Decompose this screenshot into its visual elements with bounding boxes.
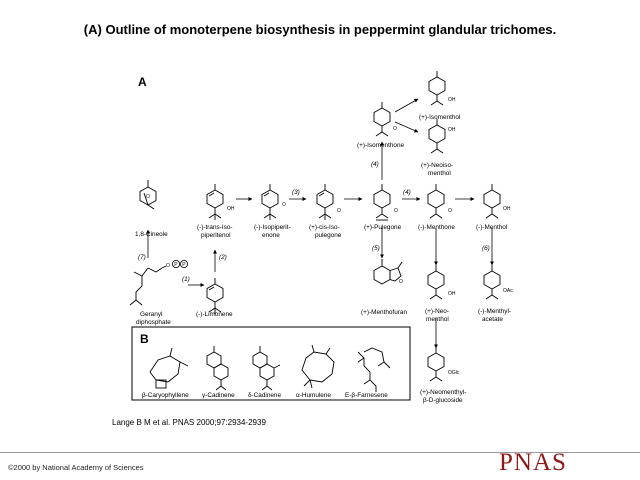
copyright: ©2000 by National Academy of Sciences [8, 463, 144, 472]
label-limonene: (-)-Limonene [196, 311, 233, 318]
gamma-cadinene-structure [206, 346, 229, 391]
label-neomenthol-2: menthol [426, 316, 449, 323]
geranyl-diphosphate-structure [129, 265, 167, 306]
menthofuran-o: O [399, 279, 403, 285]
neomenthol-oh: OH [448, 291, 456, 297]
pulegone-structure [373, 183, 391, 219]
isomenthone-o: O [393, 126, 397, 132]
label-delta-cadinene: δ-Cadinene [248, 392, 281, 399]
isopiperitenol-structure [206, 183, 224, 221]
panel-b-label: B [140, 332, 149, 346]
pnas-logo: PNAS [499, 449, 567, 476]
isomenthol-oh: OH [448, 97, 456, 103]
label-humulene: α-Humulene [296, 392, 331, 399]
isomenthone-structure [373, 101, 391, 137]
neoisomenthol-oh: OH [448, 127, 456, 133]
diphosphate-oxygen: O [166, 263, 170, 269]
neomenthyl-glucoside-oglc: OGlc [448, 370, 460, 376]
label-farnesene: E-β-Farnesene [345, 392, 388, 399]
step-label-1: (1) [182, 276, 190, 283]
label-geranyl-1: Geranyl [140, 311, 162, 318]
label-neoisomenthol-1: (+)-Neoiso- [421, 162, 453, 169]
cineole-oxygen: O [146, 194, 150, 200]
label-isopiperitenol-2: piperitenol [201, 232, 231, 239]
humulene-structure [301, 344, 335, 389]
phosphate-p-1: P [174, 262, 178, 268]
compound-labels: 1,8-Cineole Geranyl diphosphate (-)-Limo… [135, 114, 511, 404]
label-cis-isopulegone-2: pulegone [315, 232, 342, 239]
footer-divider [0, 452, 640, 453]
isomenthol-structure [428, 70, 446, 106]
delta-cadinene-structure [252, 346, 281, 391]
label-cis-isopulegone-1: (+)-cis-Iso- [309, 224, 340, 231]
step-label-3: (3) [292, 189, 300, 196]
label-isopiperitenone-1: (-)-Isopiperit- [254, 224, 291, 231]
citation: Lange B M et al. PNAS 2000;97:2934-2939 [112, 418, 266, 427]
label-menthol: (-)-Menthol [476, 224, 507, 231]
label-neoisomenthol-2: menthol [428, 170, 451, 177]
label-neomenthyl-glucoside-2: β-D-glucoside [423, 397, 463, 404]
label-caryophyllene: β-Caryophyllene [142, 392, 189, 399]
step-label-4: (4) [403, 189, 411, 196]
panel-b-box [131, 326, 411, 401]
step-label-4b: (4) [371, 161, 379, 168]
isopiperitenol-oh: OH [227, 206, 235, 212]
label-isopiperitenone-2: enone [262, 232, 280, 239]
label-pulegone: (+)-Pulegone [364, 224, 402, 231]
label-geranyl-2: diphosphate [136, 319, 171, 326]
slide-title: (A) Outline of monoterpene biosynthesis … [83, 22, 557, 37]
menthone-structure [427, 183, 445, 219]
menthone-o: O [448, 208, 452, 214]
label-isomenthone: (+)-Isomenthone [357, 142, 405, 149]
isopiperitenone-structure [261, 183, 279, 221]
neomenthyl-glucoside-structure [427, 346, 445, 382]
pulegone-o: O [394, 208, 398, 214]
label-neomenthol-1: (+)-Neo- [425, 308, 449, 315]
menthofuran-structure [373, 259, 403, 285]
step-label-6: (6) [482, 245, 490, 252]
step-label-7: (7) [138, 254, 146, 261]
cis-isopulegone-structure [316, 183, 334, 221]
label-menthyl-acetate-2: acetate [482, 316, 503, 323]
caryophyllene-structure [149, 347, 189, 389]
label-neomenthyl-glucoside-1: (+)-Neomenthyl- [420, 389, 466, 396]
label-isomenthol: (+)-Isomenthol [419, 114, 460, 121]
panel-a-label: A [138, 75, 147, 89]
farnesene-structure [357, 347, 391, 392]
label-menthofuran: (+)-Menthofuran [361, 309, 407, 316]
limonene-structure [206, 277, 224, 315]
menthyl-acetate-oac: OAc [503, 288, 513, 294]
neoisomenthol-structure [428, 118, 446, 154]
menthol-oh: OH [503, 206, 511, 212]
menthol-structure [483, 183, 501, 219]
neomenthol-structure [427, 264, 445, 300]
label-isopiperitenol-1: (-)-trans-Iso- [197, 224, 233, 231]
label-gamma-cadinene: γ-Cadinene [202, 392, 235, 399]
cis-isopulegone-o: O [337, 208, 341, 214]
menthyl-acetate-structure [483, 264, 501, 300]
phosphate-p-2: P [182, 262, 186, 268]
step-label-5: (5) [372, 245, 380, 252]
label-cineole: 1,8-Cineole [135, 231, 168, 238]
cineole-structure [139, 180, 157, 210]
label-menthone: (-)-Menthone [418, 224, 455, 231]
step-label-2: (2) [219, 254, 227, 261]
label-menthyl-acetate-1: (-)-Menthyl- [478, 308, 511, 315]
isopiperitenone-o: O [282, 202, 286, 208]
